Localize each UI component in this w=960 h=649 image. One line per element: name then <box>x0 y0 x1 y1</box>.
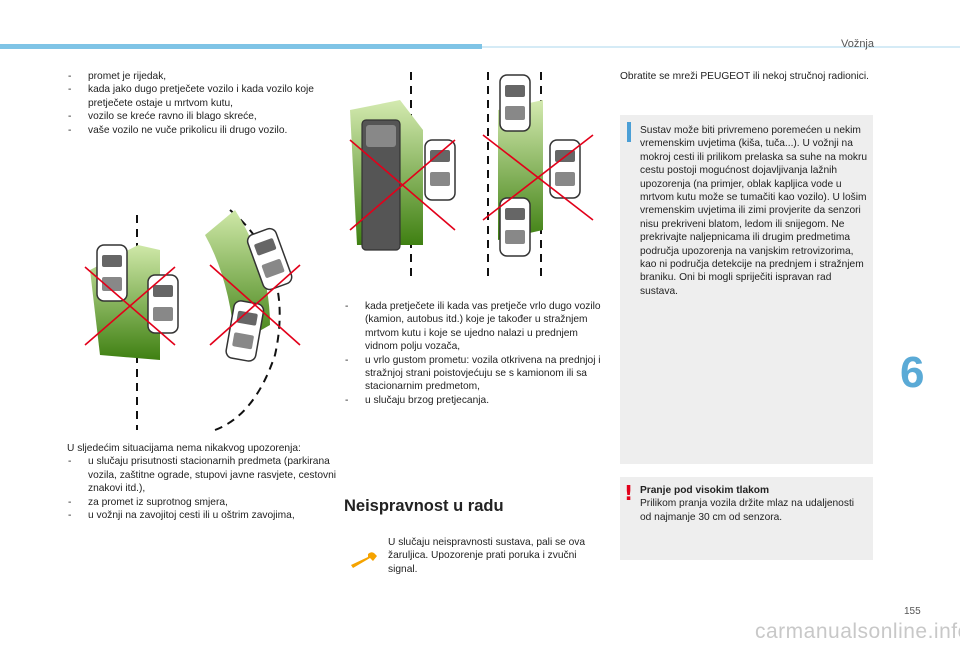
list-item: u vožnji na zavojitoj cesti ili u oštrim… <box>67 509 337 523</box>
truck <box>361 119 401 251</box>
list-item: kada jako dugo pretječete vozilo i kada … <box>67 83 337 110</box>
car <box>147 274 179 334</box>
conditions-list: promet je rijedak, kada jako dugo pretje… <box>67 70 337 137</box>
car <box>424 139 456 201</box>
list-item: u slučaju brzog pretjecanja. <box>344 394 602 408</box>
warning-box-content: Pranje pod visokim tlakom Prilikom pranj… <box>640 484 866 524</box>
malfunction-heading: Neispravnost u radu <box>344 497 504 515</box>
list-item: vaše vozilo ne vuče prikolicu ili drugo … <box>67 124 337 138</box>
info-box <box>620 115 873 464</box>
illustration-dense-traffic <box>482 72 594 280</box>
list-item: kada pretječete ili kada vas pretječe vr… <box>344 300 602 354</box>
dealer-note: Obratite se mreži PEUGEOT ili nekoj stru… <box>620 71 869 82</box>
header-bar-light <box>482 46 960 48</box>
list-item: u vrlo gustom prometu: vozila otkrivena … <box>344 354 602 394</box>
cross-mark <box>349 139 456 231</box>
car <box>246 227 293 291</box>
cross-mark <box>84 266 176 346</box>
no-warning-block: U sljedećim situacijama nema nikakvog up… <box>67 442 337 523</box>
car <box>96 244 128 302</box>
list-item: za promet iz suprotnog smjera, <box>67 496 337 510</box>
illustration-truck <box>349 72 456 280</box>
cross-mark <box>209 264 301 346</box>
car <box>499 74 531 132</box>
warning-box <box>620 477 873 560</box>
car <box>225 300 265 362</box>
car <box>499 197 531 257</box>
warning-box-text: Prilikom pranja vozila držite mlaz na ud… <box>640 498 855 523</box>
list-item: promet je rijedak, <box>67 70 337 84</box>
list-item: u slučaju prisutnosti stacionarnih predm… <box>67 455 337 495</box>
info-bar-icon <box>627 122 631 142</box>
limitations-list: kada pretječete ili kada vas pretječe vr… <box>344 300 602 408</box>
warning-lamp-icon <box>351 552 377 568</box>
page-number: 155 <box>904 606 921 617</box>
watermark: carmanualsonline.info <box>755 620 960 643</box>
list-item: vozilo se kreće ravno ili blago skreće, <box>67 110 337 124</box>
cross-mark <box>482 134 594 221</box>
section-title: Vožnja <box>840 38 874 50</box>
warning-box-title: Pranje pod visokim tlakom <box>640 485 770 496</box>
malfunction-text: U slučaju neispravnosti sustava, pali se… <box>388 537 586 575</box>
car <box>549 139 581 199</box>
info-box-text: Sustav može biti privremeno poremećen u … <box>640 125 868 297</box>
illustration-curved-road <box>84 209 301 431</box>
no-warning-intro: U sljedećim situacijama nema nikakvog up… <box>67 443 301 454</box>
header-bar <box>0 44 482 49</box>
chapter-number: 6 <box>900 348 925 397</box>
warning-exclamation-icon: ! <box>624 481 634 505</box>
